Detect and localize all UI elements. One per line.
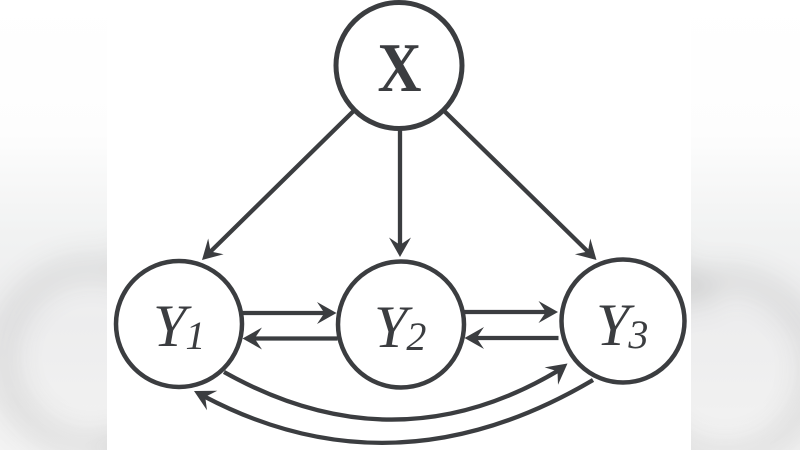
svg-text:Y3: Y3 (596, 292, 648, 358)
svg-text:Y2: Y2 (374, 294, 426, 360)
svg-text:X: X (378, 30, 422, 107)
